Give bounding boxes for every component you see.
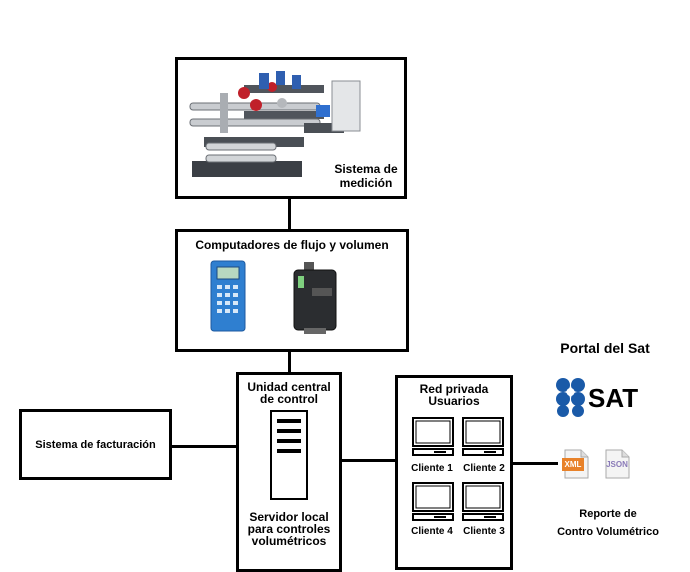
connector-central-network <box>340 459 397 462</box>
private-network-title-line2: Usuarios <box>428 394 480 408</box>
client-1-label: Cliente 1 <box>411 463 453 474</box>
client-4-label: Cliente 4 <box>411 526 453 537</box>
flow-computers-box: Computadores de flujo y volumen <box>175 229 409 352</box>
private-network-title-line1: Red privada <box>419 382 489 396</box>
client-4-computer-icon <box>412 482 454 521</box>
server-description-line2: para controles <box>247 522 331 536</box>
server-description-line1: Servidor local <box>249 510 329 524</box>
central-unit-title: Unidad central de control <box>239 381 339 405</box>
serial-gateway-device-icon <box>293 262 337 334</box>
json-file-icon: JSON <box>602 449 632 479</box>
volumetric-report-label: Reporte de Contro Volumétrico <box>538 505 678 541</box>
measurement-system-box: Sistema de medición <box>175 57 407 199</box>
flow-computers-label: Computadores de flujo y volumen <box>195 238 389 252</box>
client-3-computer-icon <box>462 482 504 521</box>
connector-billing-central <box>170 445 238 448</box>
sat-logo-text: SAT <box>588 383 639 413</box>
connector-flow-central <box>288 350 291 374</box>
measurement-skid-illustration <box>189 71 361 177</box>
xml-file-icon: XML <box>561 449 591 479</box>
billing-system-box: Sistema de facturación <box>19 409 172 480</box>
measurement-label-line1: Sistema de <box>334 162 398 176</box>
json-file-label: JSON <box>606 460 628 469</box>
sat-portal-title: Portal del Sat <box>560 340 650 356</box>
sat-logo-icon <box>556 378 585 417</box>
server-description-line3: volumétricos <box>251 534 327 548</box>
report-label-line1: Reporte de <box>579 508 637 520</box>
billing-system-label: Sistema de facturación <box>35 439 156 451</box>
client-3-label: Cliente 3 <box>463 526 505 537</box>
connector-network-report <box>512 462 558 465</box>
server-description: Servidor local para controles volumétric… <box>239 511 339 547</box>
client-2-computer-icon <box>462 417 504 456</box>
private-network-title: Red privada Usuarios <box>398 383 510 407</box>
client-2-label: Cliente 2 <box>463 463 505 474</box>
server-rack-icon <box>270 410 308 500</box>
client-1-computer-icon <box>412 417 454 456</box>
connector-measurement-flow <box>288 197 291 231</box>
central-unit-title-line2: de control <box>259 392 318 406</box>
private-network-box: Red privada Usuarios Cliente 1 Cliente 2… <box>395 375 513 570</box>
report-label-line2: Contro Volumétrico <box>557 526 659 538</box>
xml-file-label: XML <box>564 460 582 469</box>
measurement-system-label: Sistema de medición <box>326 162 406 190</box>
measurement-label-line2: medición <box>339 176 393 190</box>
flow-computer-device-icon <box>210 260 246 332</box>
central-unit-title-line1: Unidad central <box>247 380 331 394</box>
central-control-unit-box: Unidad central de control Servidor local… <box>236 372 342 572</box>
